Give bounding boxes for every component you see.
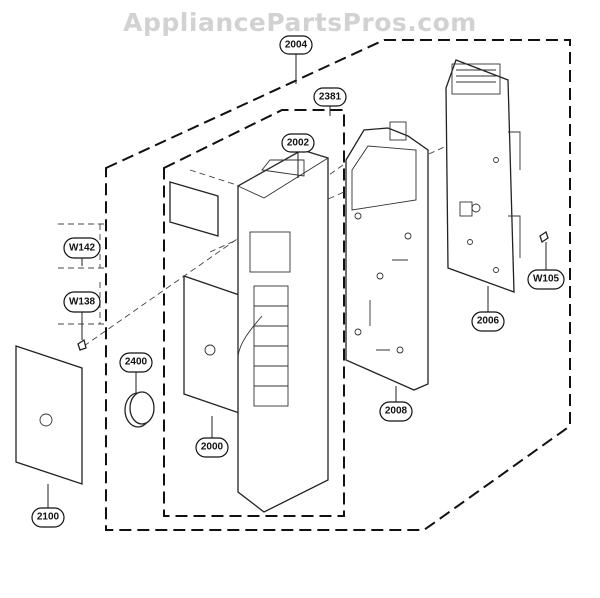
film-sheet <box>15 345 83 485</box>
callout-2006: 2006 <box>471 311 505 332</box>
callout-2000: 2000 <box>195 437 229 458</box>
svg-text:2006: 2006 <box>477 316 500 327</box>
site-watermark: AppliancePartsPros.com <box>123 8 477 37</box>
svg-text:2008: 2008 <box>385 406 408 417</box>
callout-2008: 2008 <box>379 401 413 422</box>
outer-assembly-outline <box>105 39 571 531</box>
screw-w105 <box>539 230 549 244</box>
svg-text:2002: 2002 <box>287 138 310 149</box>
callout-2400: 2400 <box>119 352 153 373</box>
callout-2002: 2002 <box>281 133 315 153</box>
callout-2381: 2381 <box>313 87 347 107</box>
svg-text:2381: 2381 <box>319 92 342 103</box>
svg-text:W105: W105 <box>533 274 560 285</box>
callout-leaders <box>47 54 547 508</box>
svg-text:2000: 2000 <box>201 442 224 453</box>
callout-2004: 2004 <box>279 35 313 55</box>
svg-text:2400: 2400 <box>125 357 148 368</box>
inner-assembly-outline <box>163 109 345 517</box>
screw-w138 <box>77 338 87 351</box>
svg-text:2004: 2004 <box>285 40 308 51</box>
callout-w105: W105 <box>527 269 565 290</box>
display-lens <box>169 181 219 237</box>
callout-w138: W138 <box>63 291 101 313</box>
svg-text:2100: 2100 <box>37 512 60 523</box>
callout-w142: W142 <box>63 237 101 259</box>
control-bracket <box>345 121 429 391</box>
svg-text:W138: W138 <box>69 297 96 308</box>
callout-2100: 2100 <box>31 507 65 528</box>
svg-text:W142: W142 <box>69 243 96 254</box>
knob <box>124 391 155 428</box>
pcb-assembly <box>445 59 521 293</box>
control-panel-frame <box>237 149 330 513</box>
